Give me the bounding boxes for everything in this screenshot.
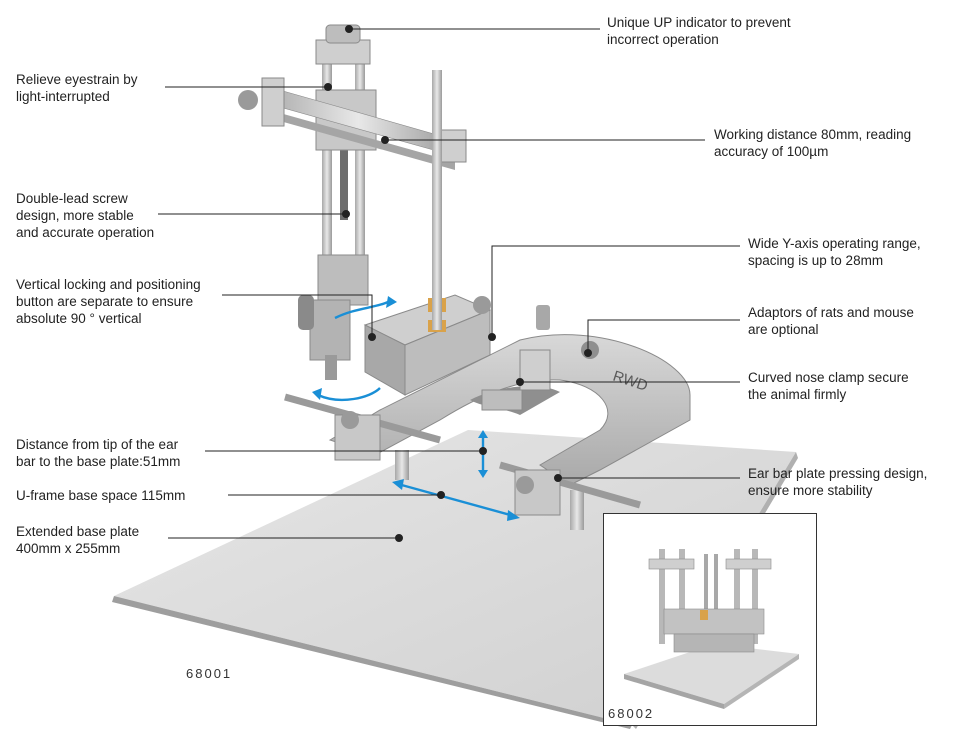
inset-model-68002: 68002 — [603, 513, 817, 726]
callout-ear-bar-plate: Ear bar plate pressing design,ensure mor… — [748, 466, 928, 498]
vertical-manipulator — [298, 24, 377, 380]
callout-y-axis-range: Wide Y-axis operating range,spacing is u… — [748, 236, 921, 268]
callout-u-frame: U-frame base space 115mm — [16, 488, 186, 503]
motion-arrow-heads — [312, 296, 520, 521]
model-number-inset: 68002 — [608, 706, 655, 721]
ear-bars — [284, 393, 641, 516]
motion-arrows — [317, 300, 515, 518]
inset-illustration — [624, 549, 799, 709]
support-posts — [395, 450, 584, 530]
y-axis-carriage — [363, 294, 492, 396]
x-axis-crossbar — [238, 70, 467, 330]
leader-lines — [158, 25, 740, 542]
model-number-main: 68001 — [186, 666, 233, 681]
